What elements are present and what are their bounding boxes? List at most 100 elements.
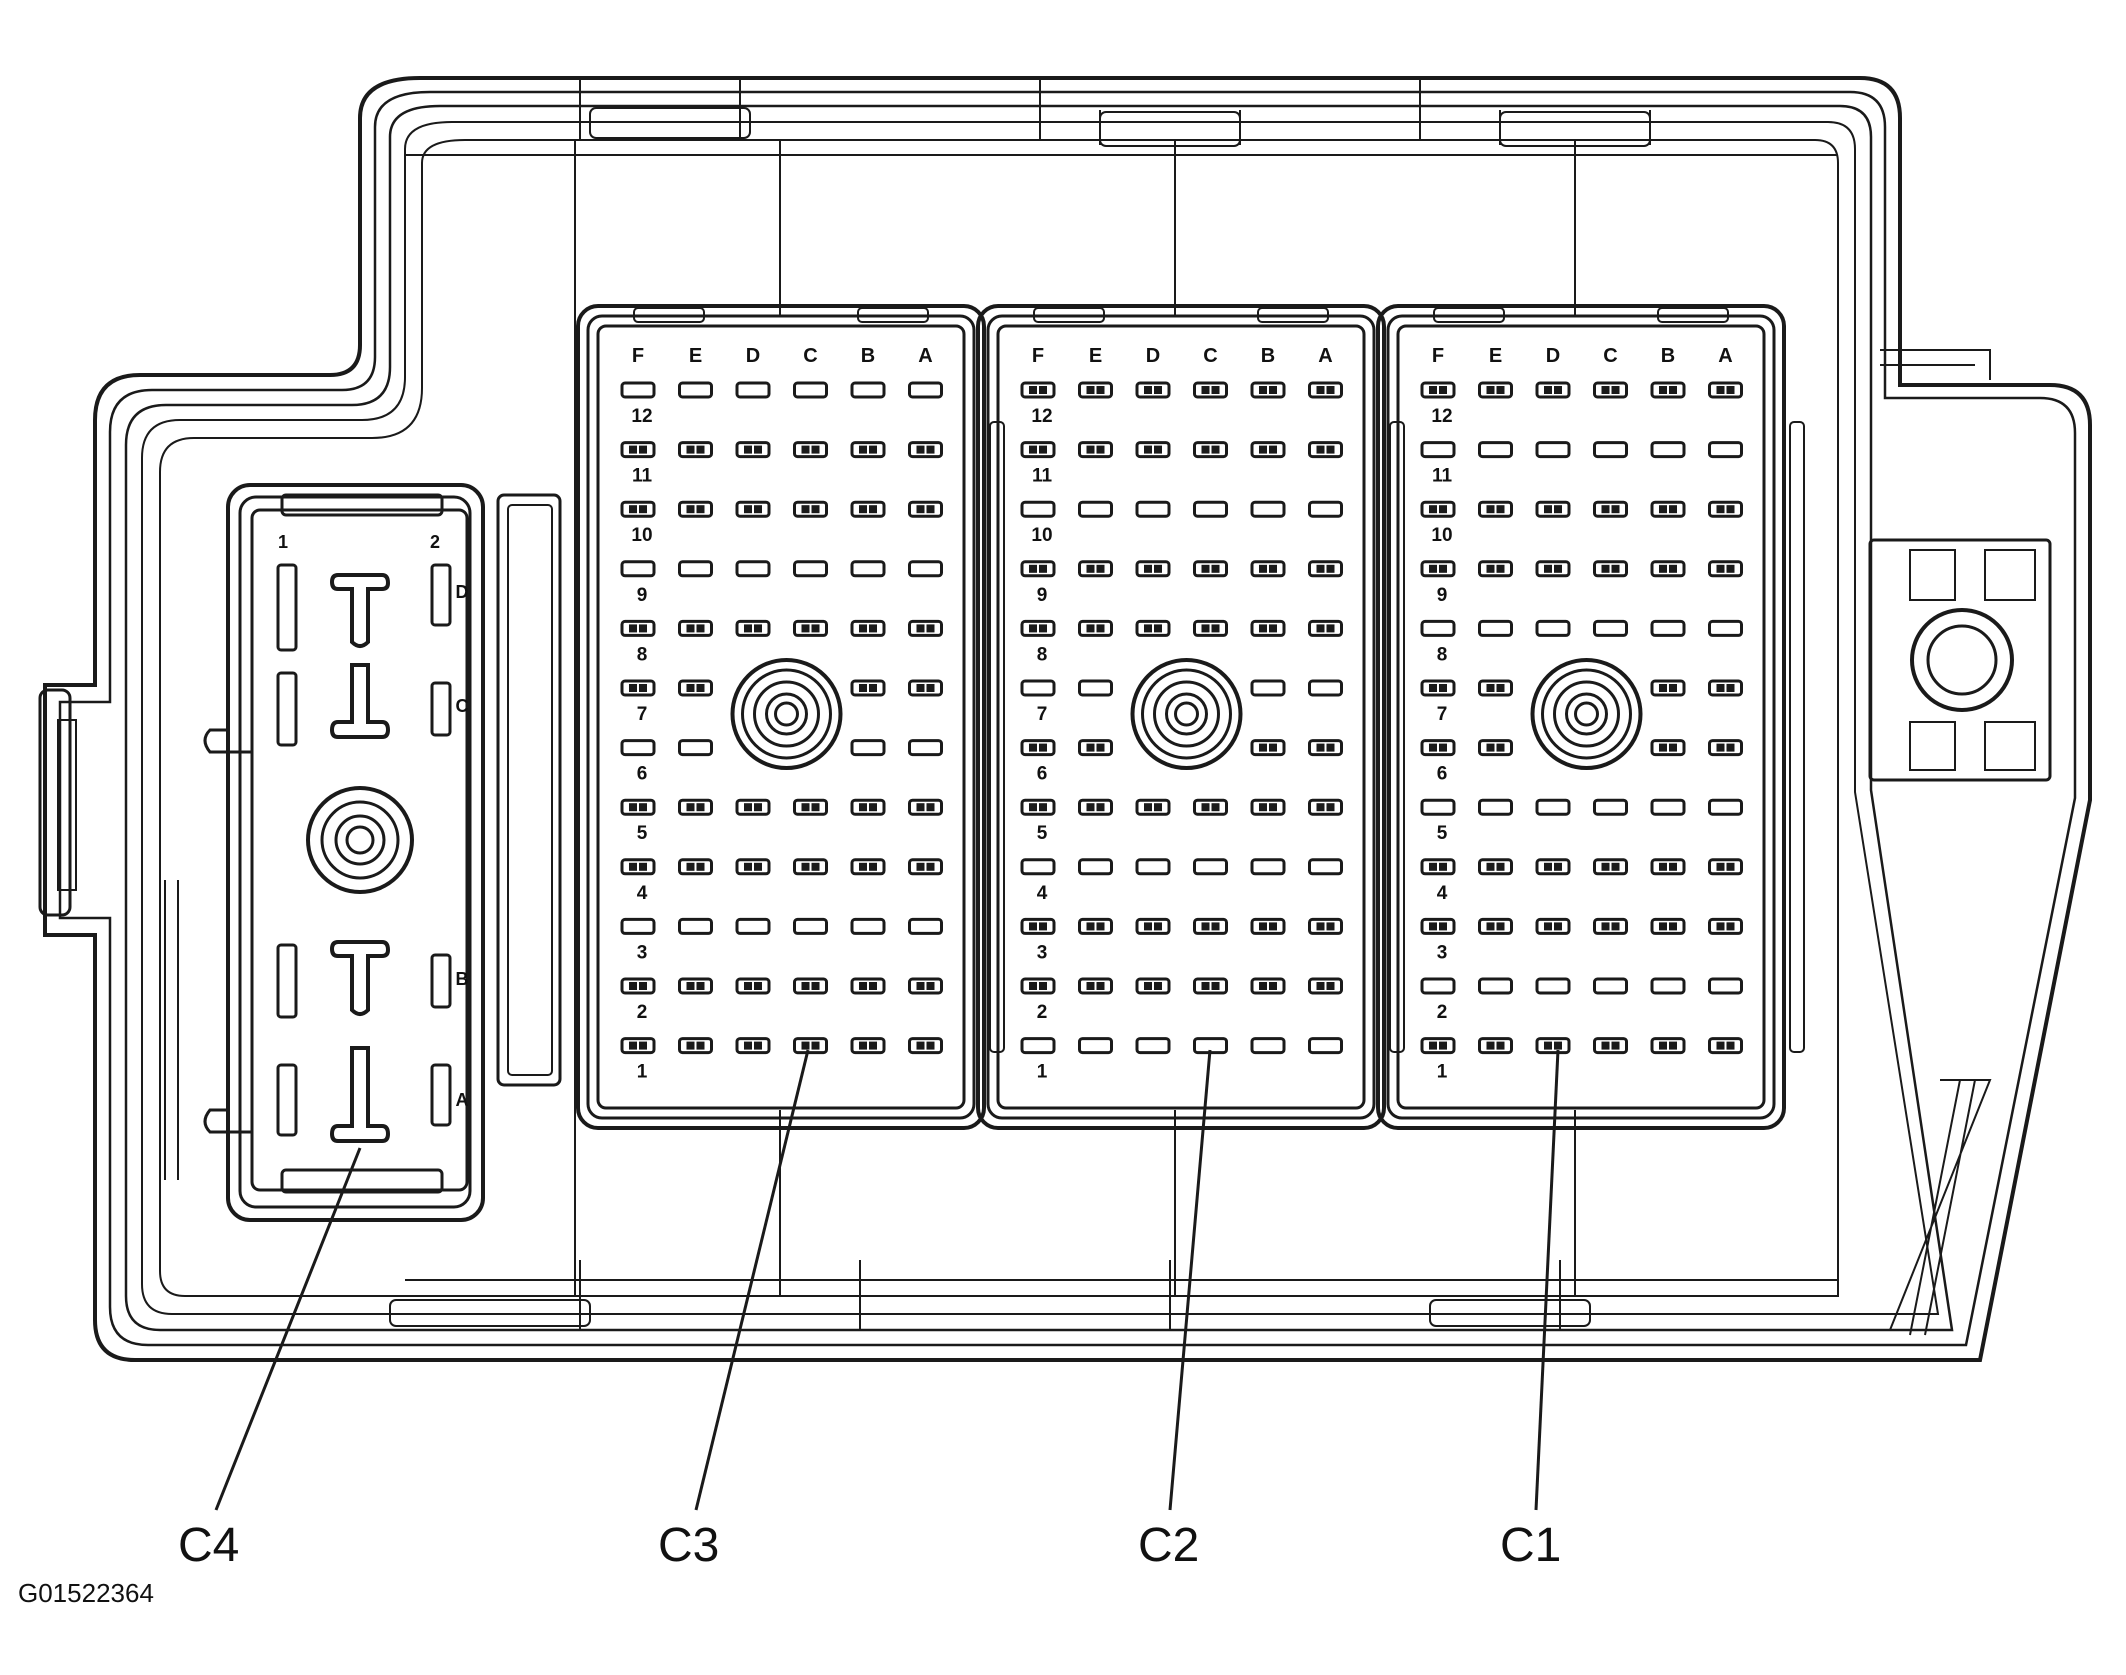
- terminal-f4: [620, 858, 656, 876]
- terminal-b4: [1650, 858, 1686, 876]
- row-label-1: 1: [637, 1062, 648, 1083]
- terminal-b10: [1250, 500, 1286, 518]
- leader-lines: [214, 1049, 1560, 1511]
- callout-c4: C4: [178, 1519, 240, 1572]
- terminal-b11: [1250, 441, 1286, 459]
- terminal-f6: [1020, 739, 1056, 757]
- column-label-c: C: [1203, 345, 1217, 367]
- row-label-3: 3: [1437, 942, 1448, 963]
- terminal-a1: [908, 1037, 943, 1055]
- terminal-a5: [1308, 798, 1343, 816]
- column-label-e: E: [1089, 345, 1102, 367]
- row-label-9: 9: [1437, 585, 1448, 606]
- terminal-e2: [678, 977, 713, 995]
- terminal-b9: [1250, 560, 1286, 578]
- row-label-12: 12: [631, 406, 652, 427]
- terminal-d9: [735, 560, 771, 578]
- terminal-f3: [1420, 917, 1456, 935]
- row-label-6: 6: [637, 764, 648, 785]
- terminal-e1: [678, 1037, 713, 1055]
- terminal-f9: [620, 560, 656, 578]
- terminal-b4: [1250, 858, 1286, 876]
- terminal-d2: [1535, 977, 1571, 995]
- terminal-c10: [1193, 500, 1228, 518]
- terminal-a12: [908, 381, 943, 399]
- terminal-d10: [1135, 500, 1171, 518]
- terminal-e10: [1078, 500, 1113, 518]
- c4-pin-letter-a: A: [456, 1090, 469, 1110]
- terminal-f6: [620, 739, 656, 757]
- terminal-a8: [1708, 619, 1743, 637]
- terminal-b8: [850, 619, 886, 637]
- terminal-b3: [1250, 917, 1286, 935]
- column-label-c: C: [1603, 345, 1617, 367]
- terminal-f7: [1020, 679, 1056, 697]
- terminal-b10: [850, 500, 886, 518]
- terminal-e12: [678, 381, 713, 399]
- terminal-e12: [1078, 381, 1113, 399]
- terminal-b3: [850, 917, 886, 935]
- terminal-d9: [1535, 560, 1571, 578]
- row-label-7: 7: [1037, 704, 1048, 725]
- callout-c3: C3: [658, 1519, 720, 1572]
- terminal-a8: [908, 619, 943, 637]
- terminal-a9: [1708, 560, 1743, 578]
- terminal-e5: [1478, 798, 1513, 816]
- terminal-b9: [1650, 560, 1686, 578]
- terminal-c8: [1193, 619, 1228, 637]
- row-label-8: 8: [1437, 644, 1448, 665]
- terminal-a5: [908, 798, 943, 816]
- terminal-e4: [1078, 858, 1113, 876]
- terminal-d3: [1535, 917, 1571, 935]
- terminal-f11: [1020, 441, 1056, 459]
- terminal-f5: [1020, 798, 1056, 816]
- terminal-b5: [850, 798, 886, 816]
- row-label-12: 12: [1431, 406, 1452, 427]
- row-label-2: 2: [1437, 1002, 1448, 1023]
- row-label-6: 6: [1037, 764, 1048, 785]
- terminal-b2: [850, 977, 886, 995]
- terminal-c11: [793, 441, 828, 459]
- terminal-f4: [1020, 858, 1056, 876]
- row-label-8: 8: [1037, 644, 1048, 665]
- terminal-d9: [1135, 560, 1171, 578]
- row-label-7: 7: [637, 704, 648, 725]
- terminal-f10: [620, 500, 656, 518]
- terminal-b2: [1650, 977, 1686, 995]
- terminal-d11: [1135, 441, 1171, 459]
- row-label-2: 2: [637, 1002, 648, 1023]
- terminal-d1: [735, 1037, 771, 1055]
- terminal-a7: [1308, 679, 1343, 697]
- terminal-f8: [1020, 619, 1056, 637]
- terminal-d5: [1135, 798, 1171, 816]
- column-label-e: E: [689, 345, 702, 367]
- terminal-a6: [908, 739, 943, 757]
- terminal-a11: [1308, 441, 1343, 459]
- terminal-c4: [793, 858, 828, 876]
- terminal-a2: [1308, 977, 1343, 995]
- terminal-d8: [1135, 619, 1171, 637]
- terminal-e9: [1078, 560, 1113, 578]
- terminal-d12: [1535, 381, 1571, 399]
- terminal-a10: [908, 500, 943, 518]
- terminal-b7: [1250, 679, 1286, 697]
- leader-line-c1: [1534, 1049, 1560, 1511]
- row-label-9: 9: [1037, 585, 1048, 606]
- column-label-b: B: [1261, 345, 1275, 367]
- terminal-f5: [620, 798, 656, 816]
- terminal-e6: [1078, 739, 1113, 757]
- terminal-b4: [850, 858, 886, 876]
- terminal-a11: [1708, 441, 1743, 459]
- terminal-e10: [1478, 500, 1513, 518]
- row-label-3: 3: [1037, 942, 1048, 963]
- figure-id: G01522364: [18, 1578, 154, 1608]
- terminal-f11: [620, 441, 656, 459]
- row-label-1: 1: [1037, 1062, 1048, 1083]
- terminal-a10: [1308, 500, 1343, 518]
- row-label-11: 11: [1432, 466, 1453, 487]
- terminal-d8: [735, 619, 771, 637]
- terminal-c10: [793, 500, 828, 518]
- terminal-b6: [1650, 739, 1686, 757]
